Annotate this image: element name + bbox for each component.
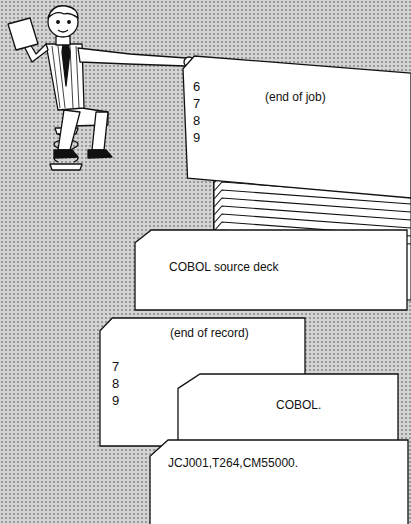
card-text: COBOL source deck — [169, 260, 279, 275]
punched-card: COBOL source deck — [135, 230, 407, 310]
card-outline — [183, 56, 411, 198]
card-text: JCJ001,T264,CM55000. — [168, 456, 298, 471]
card-text: (end of job) — [265, 90, 326, 105]
eye — [57, 21, 60, 24]
punch-rows: 6 7 8 9 — [193, 78, 203, 146]
hair — [48, 6, 78, 18]
shoe — [88, 150, 112, 158]
arm — [78, 48, 186, 66]
programmer-figure — [8, 6, 194, 170]
tie — [62, 44, 70, 86]
stool-base — [50, 164, 82, 170]
card-outline — [150, 440, 408, 524]
card-text: COBOL. — [276, 398, 321, 413]
card-text: (end of record) — [170, 326, 249, 341]
shin — [92, 112, 108, 150]
punched-card: JCJ001,T264,CM55000. — [150, 440, 408, 524]
shoe — [54, 150, 78, 158]
punched-card: 6 7 8 9 (end of job) — [183, 56, 411, 198]
back-leg — [58, 110, 80, 150]
punched-card: COBOL. — [178, 374, 398, 446]
eye — [68, 21, 71, 24]
paper-sheet — [8, 18, 38, 50]
punch-rows: 7 8 9 — [112, 358, 122, 409]
smile — [58, 30, 68, 32]
